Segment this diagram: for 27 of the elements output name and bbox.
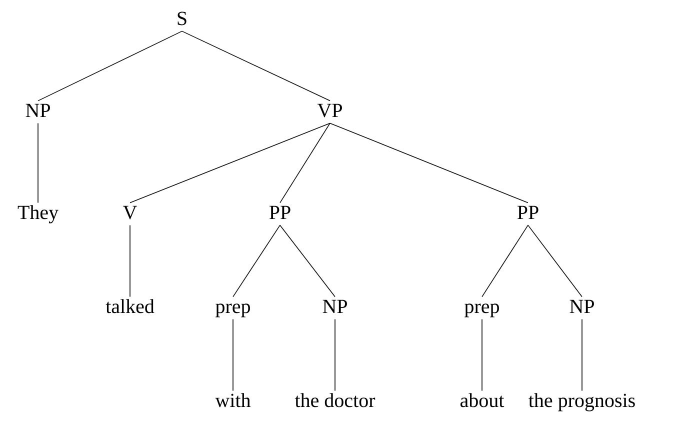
tree-branch [280, 122, 330, 204]
tree-label: PP [269, 206, 290, 219]
tree-branch [334, 318, 336, 392]
tree-label: NP [322, 300, 347, 313]
tree-label: They [18, 205, 58, 224]
tree-branch [232, 318, 234, 392]
tree-label: S [178, 12, 186, 26]
tree-label: prep [216, 304, 250, 318]
tree-branch [280, 224, 336, 298]
tree-branch [482, 224, 528, 298]
tree-label: VP [317, 104, 342, 118]
tree-label: the prognosis [528, 393, 635, 412]
tree-label: NP [570, 300, 594, 313]
tree-label: talked [106, 299, 154, 314]
tree-branch [330, 122, 528, 204]
tree-label: the doctor [294, 393, 376, 408]
tree-branch [130, 122, 330, 204]
tree-label: PP [517, 206, 538, 219]
tree-branch [38, 30, 182, 102]
tree-label: prep [464, 304, 499, 318]
tree-label: V [123, 206, 137, 220]
tree-branch [528, 224, 582, 298]
tree-label: about [460, 393, 504, 408]
tree-branch [232, 224, 280, 298]
tree-branch [182, 30, 330, 102]
tree-label: with [215, 393, 251, 408]
tree-label: NP [26, 104, 50, 117]
